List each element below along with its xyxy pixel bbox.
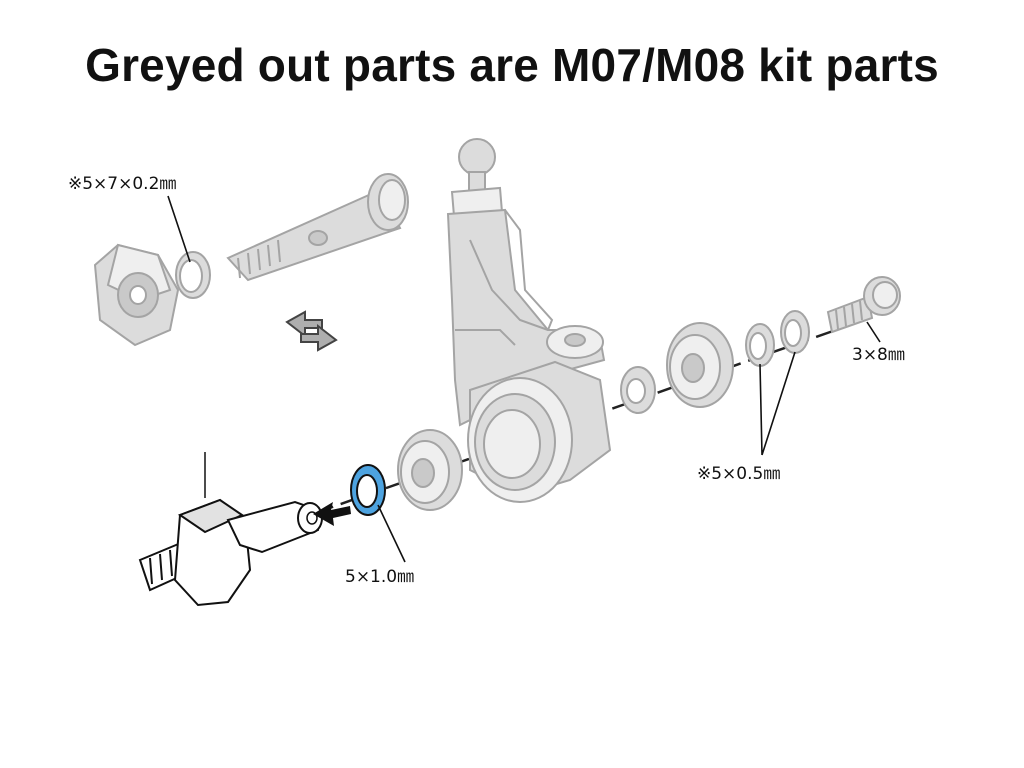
label-shims-5x0.5: ※5×0.5㎜ bbox=[697, 464, 780, 484]
washer-5x7x0.2 bbox=[175, 251, 211, 299]
leader-lines bbox=[167, 195, 881, 563]
label-washer-5x7x0.2: ※5×7×0.2㎜ bbox=[68, 174, 176, 194]
axle-shaft bbox=[226, 173, 409, 282]
blue-spacer-5x1.0 bbox=[350, 464, 386, 516]
swap-arrows-icon bbox=[285, 310, 338, 352]
knuckle-upright bbox=[446, 138, 612, 503]
bearing-left bbox=[397, 429, 463, 511]
hex-nut bbox=[93, 243, 180, 347]
screw-3x8 bbox=[826, 276, 901, 334]
page-title: Greyed out parts are M07/M08 kit parts bbox=[85, 39, 939, 91]
label-spacer-5x1.0: 5×1.0㎜ bbox=[345, 567, 414, 587]
bearing-right bbox=[666, 322, 734, 408]
stub-axle bbox=[138, 452, 323, 607]
spacer-ring-grey bbox=[620, 366, 656, 414]
arrow-left-icon bbox=[313, 502, 351, 526]
label-screw-3x8: 3×8㎜ bbox=[852, 345, 905, 365]
shim-washers bbox=[745, 310, 810, 367]
